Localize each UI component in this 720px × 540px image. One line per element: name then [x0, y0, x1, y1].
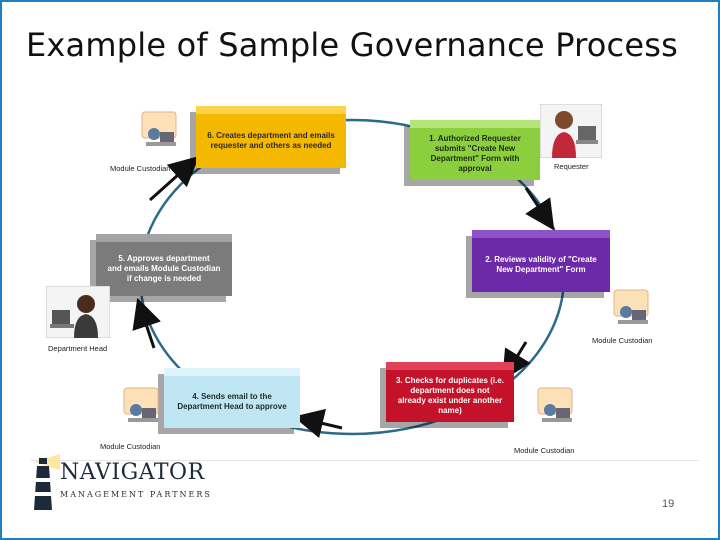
- requester-label: Requester: [554, 162, 589, 171]
- navigator-logo: NAVIGATOR MANAGEMENT PARTNERS: [30, 452, 210, 516]
- custodian-icon-bottom-right: [537, 387, 573, 422]
- slide-title: Example of Sample Governance Process: [26, 26, 678, 64]
- step-2-text: 2. Reviews validity of "Create New Depar…: [485, 255, 597, 274]
- page-number: 19: [662, 498, 675, 510]
- custodian-icon-bottom-left: [123, 387, 159, 422]
- logo-name: NAVIGATOR: [60, 460, 205, 485]
- requester-photo: [540, 104, 602, 158]
- step-1-box: 1. Authorized Requester submits "Create …: [410, 120, 540, 180]
- step-6-text: 6. Creates department and emails request…: [207, 131, 335, 150]
- step-4-text: 4. Sends email to the Department Head to…: [177, 392, 287, 411]
- arrow-step1-to-step2: [524, 187, 555, 231]
- arrow-step4-to-step5: [132, 297, 161, 349]
- step-2-box: 2. Reviews validity of "Create New Depar…: [472, 230, 610, 292]
- custodian-label-bottom-right: Module Custodian: [514, 446, 575, 455]
- custodian-icon-right: [613, 289, 649, 324]
- step-1-text: 1. Authorized Requester submits "Create …: [429, 134, 521, 173]
- step-4-box: 4. Sends email to the Department Head to…: [164, 368, 300, 428]
- arrow-step3-to-step4: [293, 408, 343, 439]
- custodian-label-right: Module Custodian: [592, 336, 653, 345]
- logo-subtitle: MANAGEMENT PARTNERS: [60, 490, 212, 499]
- lighthouse-icon: [34, 454, 60, 510]
- arrow-step5-to-step6: [148, 155, 200, 202]
- step-3-text: 3. Checks for duplicates (i.e. departmen…: [395, 376, 505, 415]
- custodian-label-top-left: Module Custodian: [110, 164, 171, 173]
- custodian-label-bottom-left: Module Custodian: [100, 442, 161, 451]
- step-3-box: 3. Checks for duplicates (i.e. departmen…: [386, 362, 514, 422]
- step-5-text: 5. Approves department and emails Module…: [107, 254, 221, 283]
- custodian-icon-top-left: [141, 111, 177, 146]
- step-5-box: 5. Approves department and emails Module…: [96, 234, 232, 296]
- department-head-photo: [46, 286, 110, 338]
- process-diagram: 6. Creates department and emails request…: [30, 90, 700, 461]
- department-head-label: Department Head: [48, 344, 108, 353]
- step-6-box: 6. Creates department and emails request…: [196, 106, 346, 168]
